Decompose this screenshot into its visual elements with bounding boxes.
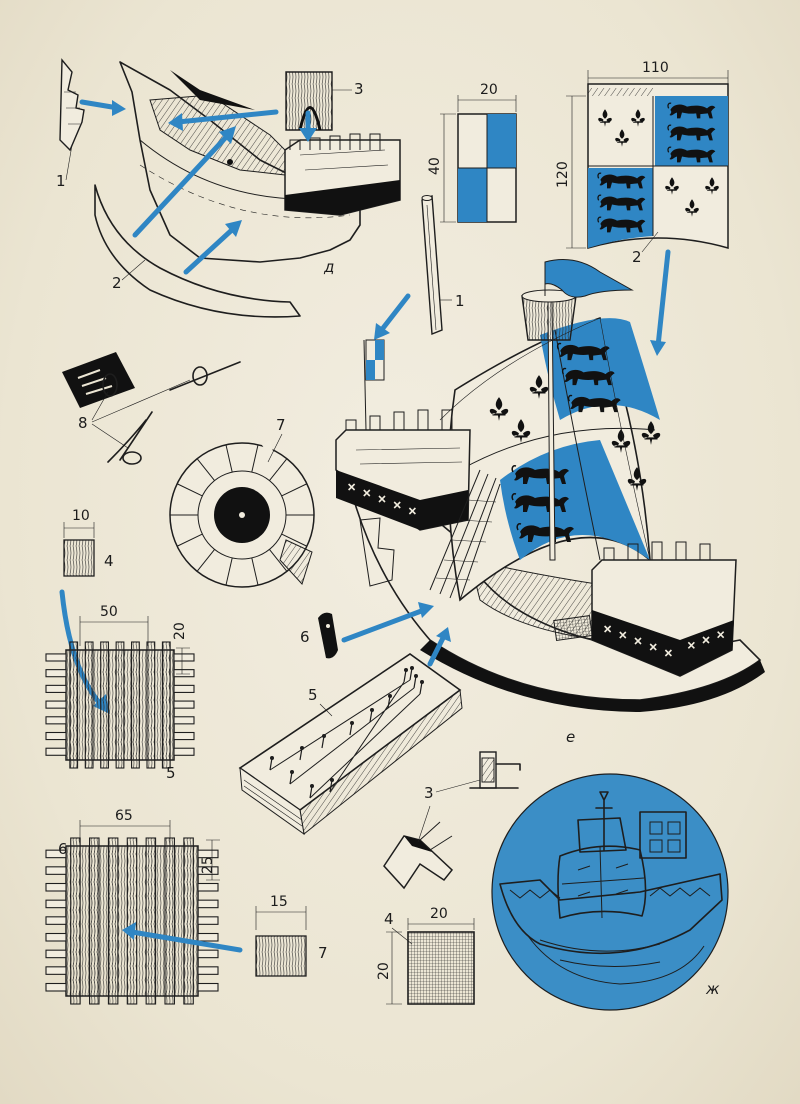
figure-letter-zh: ж — [705, 980, 720, 998]
comb6-height-dim: 25 — [200, 856, 216, 874]
part-label-5-comb: 5 — [166, 764, 176, 782]
pennant-part-6 — [318, 612, 338, 659]
flag-width-dim: 20 — [480, 82, 498, 98]
razor-blade-part-8 — [62, 352, 241, 465]
assembly-arrows-d — [79, 99, 317, 275]
comb-part-6 — [45, 820, 220, 1005]
part-label-7: 7 — [318, 944, 328, 962]
part-label-1-mast: 1 — [455, 292, 465, 310]
nail-board-part-5 — [238, 653, 463, 836]
castle-block-d — [284, 133, 401, 216]
part-label-5-board: 5 — [308, 686, 318, 704]
small-block-part-7 — [255, 906, 307, 977]
part-label-3-pulley: 3 — [424, 784, 434, 802]
sail-height-dim: 120 — [555, 161, 571, 188]
part-label-2: 2 — [112, 274, 122, 292]
medallion-zh — [491, 773, 729, 1011]
ship-model-e — [335, 259, 765, 712]
comb5-width-dim: 50 — [100, 604, 118, 620]
mesh-grid-part-4 — [386, 918, 475, 1005]
sail-template — [566, 70, 729, 249]
part4-width-dim: 10 — [72, 508, 90, 524]
wheel-part-7 — [169, 440, 315, 588]
sail-width-dim: 110 — [642, 60, 669, 76]
part-label-7-wheel: 7 — [276, 416, 286, 434]
part-label-4-grid: 4 — [384, 910, 394, 928]
grid-height-dim: 20 — [376, 962, 392, 980]
part-label-1: 1 — [56, 172, 66, 190]
mast-rod — [421, 194, 443, 336]
comb6-width-dim: 65 — [115, 808, 133, 824]
hull-assembly-d — [59, 58, 401, 318]
part-label-6-comb: 6 — [58, 840, 68, 858]
comb-part-5 — [45, 616, 195, 769]
small-block-part-4 — [63, 522, 95, 577]
flag-template — [440, 95, 517, 223]
pulley-part-3 — [383, 751, 521, 890]
comb5-height-dim: 20 — [172, 622, 188, 640]
part-label-3: 3 — [354, 80, 364, 98]
part-label-8: 8 — [78, 414, 88, 432]
flag-height-dim: 40 — [427, 157, 443, 175]
grid-width-dim: 20 — [430, 906, 448, 922]
part-label-2-sail: 2 — [632, 248, 642, 266]
figure-letter-d: д — [323, 258, 334, 276]
part-label-6-pennant: 6 — [300, 628, 310, 646]
part-label-4: 4 — [104, 552, 114, 570]
figure-letter-e: е — [566, 728, 575, 746]
part7-width-dim: 15 — [270, 894, 288, 910]
